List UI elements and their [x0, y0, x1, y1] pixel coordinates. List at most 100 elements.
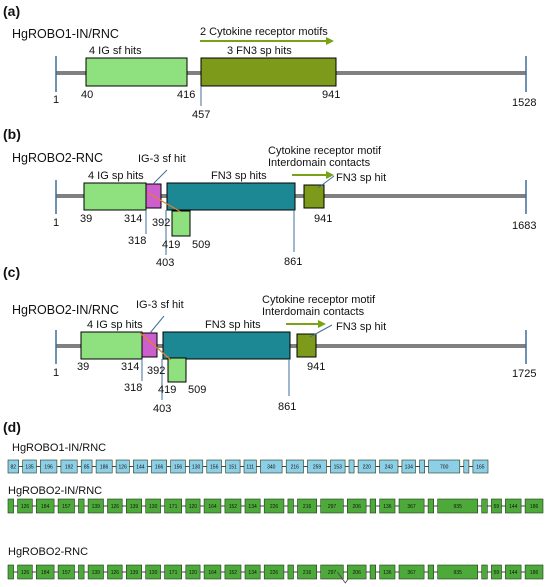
exon-box — [185, 564, 201, 580]
exon-box — [244, 564, 261, 580]
exon-label: 192 — [65, 464, 74, 470]
exon-box — [170, 459, 186, 474]
exon-box — [203, 498, 222, 514]
exon-label: 935 — [454, 570, 463, 576]
exon-label: 164 — [208, 504, 217, 510]
panel-b-tick-1683: 1683 — [512, 220, 536, 232]
exon-label: 120 — [189, 504, 198, 510]
exon-label: 126 — [111, 504, 120, 510]
panel-b-ig3-label: IG-3 sf hit — [138, 153, 186, 165]
exon-label: 196 — [44, 464, 53, 470]
exon-box — [145, 498, 161, 514]
exon-box — [398, 498, 425, 514]
exon-label: 171 — [169, 504, 178, 510]
panel-c-fn3-domain — [162, 331, 291, 360]
exon-box — [126, 564, 143, 580]
panel-a: (a) HgROBO1-IN/RNC 2 Cytokine receptor m… — [3, 3, 536, 121]
panel-b-ig-label: 4 IG sp hits — [88, 170, 144, 182]
exon-box — [491, 498, 502, 514]
exon-box — [145, 564, 161, 580]
exon-box — [87, 498, 104, 514]
panel-b-contacts-label: Interdomain contacts — [268, 157, 371, 169]
exon-label: 134 — [248, 504, 257, 510]
exon-box — [115, 459, 130, 474]
exon-box — [57, 564, 75, 580]
exon-box — [203, 564, 222, 580]
exon-box — [17, 564, 33, 580]
panel-b-fn3-single-label: FN3 sp hit — [336, 172, 386, 184]
exon-label: 130 — [192, 464, 201, 470]
exon-box — [185, 498, 201, 514]
exon-label: 157 — [62, 570, 71, 576]
exon-box — [164, 564, 183, 580]
exon-box — [369, 498, 377, 514]
panel-b-fn3-label: FN3 sp hits — [211, 170, 267, 182]
exon-box — [401, 459, 416, 474]
exon-label: 216 — [291, 464, 300, 470]
panel-b-ig-small-domain — [171, 210, 191, 237]
exon-box — [7, 564, 14, 580]
exon-box — [524, 498, 544, 514]
panel-a-motif-arrowhead — [326, 37, 334, 45]
exon-label: 171 — [169, 570, 178, 576]
exon-box — [40, 459, 58, 474]
panel-b-ig3-pointer — [152, 169, 168, 185]
panel-a-fn3-label: 3 FN3 sp hits — [227, 45, 292, 57]
exon-box — [346, 498, 367, 514]
exon-box — [78, 564, 85, 580]
panel-c-ig-small-domain — [167, 357, 187, 383]
exon-label: 111 — [246, 464, 254, 470]
exon-box — [243, 459, 257, 474]
exon-label: 136 — [383, 570, 392, 576]
exon-box — [151, 459, 167, 474]
panel-c-contacts-label: Interdomain contacts — [262, 306, 365, 318]
panel-b-fn3-single-domain — [303, 184, 325, 209]
exon-box — [481, 564, 488, 580]
exon-label: 120 — [189, 570, 198, 576]
panel-b-tick-318: 318 — [128, 235, 146, 247]
track-1-title: HgROBO1-IN/RNC — [12, 442, 106, 454]
panel-b-tick-1: 1 — [53, 217, 59, 229]
panel-b-tick-39: 39 — [80, 213, 92, 225]
panel-c-fn3-single-label: FN3 sp hit — [336, 321, 386, 333]
exon-label: 186 — [530, 504, 539, 510]
panel-c-fn3-label: FN3 sp hits — [205, 319, 261, 331]
panel-c-ig3-label: IG-3 sf hit — [136, 299, 184, 311]
panel-a-ig-domain — [85, 57, 188, 87]
panel-c-ig3-domain — [141, 332, 158, 358]
exon-label: 126 — [119, 464, 128, 470]
panel-b-tick-861: 861 — [284, 256, 302, 268]
exon-box — [80, 459, 93, 474]
panel-c-motif-arrowhead — [318, 320, 326, 328]
exon-box — [133, 459, 148, 474]
panel-c-tick-39: 39 — [77, 361, 89, 373]
panel-a-tick-1: 1 — [53, 94, 59, 106]
exon-box — [164, 498, 183, 514]
panel-b-tick-419: 419 — [162, 239, 180, 251]
exon-label: 367 — [407, 504, 416, 510]
exon-box — [35, 564, 55, 580]
exon-label: 340 — [267, 464, 276, 470]
panel-a-tick-941: 941 — [322, 89, 340, 101]
panel-d: (d) HgROBO1-IN/RNC HgROBO2-IN/RNC HgROBO… — [3, 419, 544, 584]
panel-c-orange-connector — [139, 332, 172, 361]
exon-label: 126 — [21, 570, 30, 576]
exon-box — [287, 564, 294, 580]
panel-b-motif-arrowhead — [326, 171, 334, 179]
exon-box — [463, 459, 470, 474]
exon-label: 184 — [41, 570, 50, 576]
exon-label: 59 — [494, 504, 500, 510]
exon-label: 297 — [328, 504, 337, 510]
panel-a-title: HgROBO1-IN/RNC — [12, 27, 119, 41]
exon-box — [126, 498, 143, 514]
panel-c-fn3-single-domain — [296, 333, 317, 358]
panel-c-tick-403: 403 — [153, 403, 171, 415]
panel-b-tick-509: 509 — [192, 239, 210, 251]
exon-box — [22, 459, 37, 474]
exon-label: 134 — [248, 570, 257, 576]
exon-box — [189, 459, 204, 474]
track-2-title: HgROBO2-IN/RNC — [8, 485, 102, 497]
